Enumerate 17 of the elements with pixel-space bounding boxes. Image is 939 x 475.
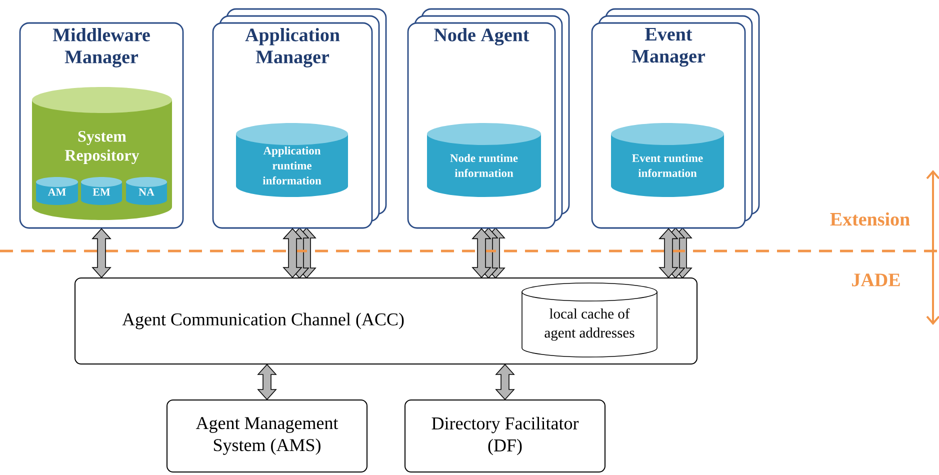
process-box: Directory Facilitator (DF) (404, 400, 606, 472)
double-arrow (257, 364, 277, 400)
database-cylinder: Node runtime information (427, 123, 541, 197)
process-box: Agent Management System (AMS) (166, 400, 368, 472)
database-cylinder: AM (36, 177, 78, 205)
database-cylinder: NA (126, 177, 167, 205)
double-arrow (495, 364, 515, 400)
database-cylinder: local cache of agent addresses (522, 282, 658, 358)
double-arrow (92, 228, 112, 278)
double-arrow (472, 228, 492, 278)
double-arrow (658, 228, 678, 278)
double-arrow (282, 228, 302, 278)
layer-label: Extension (830, 212, 910, 226)
database-cylinder: Event runtime information (611, 123, 724, 197)
database-cylinder: EM (81, 177, 122, 205)
layer-label: JADE (852, 274, 900, 286)
database-cylinder: Application runtime information (236, 123, 348, 197)
